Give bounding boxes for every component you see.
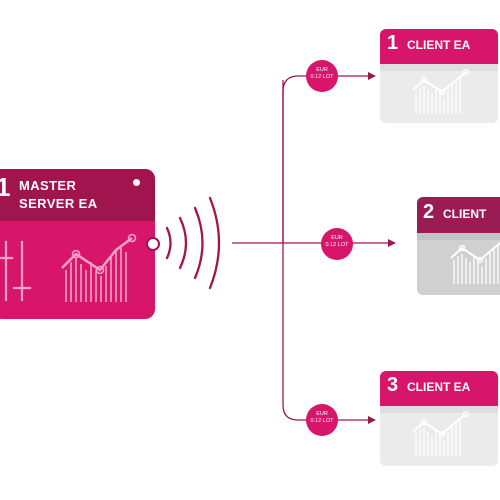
client-card-2-header (417, 197, 500, 233)
lot-badge-2 (321, 228, 353, 260)
master-title-line2: SERVER EA (19, 196, 98, 211)
master-server-header (0, 169, 155, 221)
client-card-3-header (380, 371, 498, 406)
arrow-head (388, 239, 396, 247)
arrow-head (368, 416, 376, 424)
master-status-dot (133, 179, 140, 186)
client-card-1-header (380, 29, 498, 64)
master-number: 1 (0, 172, 11, 202)
master-title-line1: MASTER (19, 178, 77, 193)
client-1-number: 1 (387, 32, 399, 54)
client-card-1 (380, 29, 498, 123)
client-2-label: CLIENT (443, 207, 487, 221)
client-2-number: 2 (423, 201, 435, 223)
client-3-label: CLIENT EA (407, 380, 471, 394)
master-server-card (0, 169, 155, 319)
lot-badge-3 (306, 404, 338, 436)
master-output-port (146, 237, 160, 251)
client-1-label: CLIENT EA (407, 38, 471, 52)
client-3-number: 3 (387, 374, 399, 396)
client-card-3 (380, 371, 498, 466)
arrow-head (368, 72, 376, 80)
lot-badge-1 (306, 60, 338, 92)
